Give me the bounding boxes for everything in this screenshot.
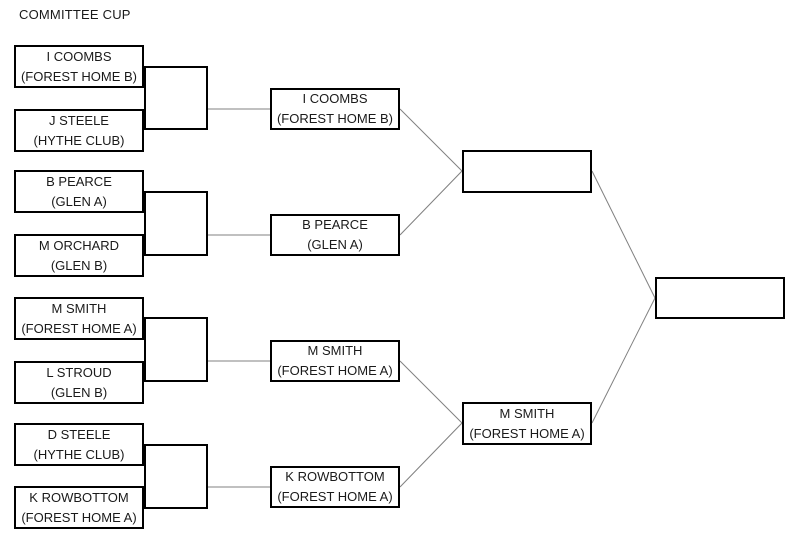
- player-club: (GLEN A): [51, 193, 107, 209]
- connector-line: [399, 170, 463, 236]
- round1-player-box-1: I COOMBS (FOREST HOME B): [14, 45, 144, 88]
- player-club: (FOREST HOME B): [20, 68, 138, 84]
- connector-line: [591, 297, 656, 424]
- player-name: M SMITH: [499, 405, 555, 421]
- connector-line: [399, 422, 463, 488]
- pair-connector-box-4: [144, 444, 208, 509]
- pair-connector-box-1: [144, 66, 208, 130]
- player-club: (GLEN B): [50, 257, 108, 273]
- semifinal-box-1: [462, 150, 592, 193]
- round1-player-box-4: M ORCHARD (GLEN B): [14, 234, 144, 277]
- player-club: (GLEN A): [307, 237, 363, 252]
- pair-connector-box-3: [144, 317, 208, 382]
- player-club: (GLEN B): [50, 384, 108, 400]
- bracket-title: COMMITTEE CUP: [19, 7, 131, 22]
- round1-player-box-2: J STEELE (HYTHE CLUB): [14, 109, 144, 152]
- player-name: K ROWBOTTOM: [285, 469, 385, 484]
- pair-connector-box-2: [144, 191, 208, 256]
- round1-player-box-3: B PEARCE (GLEN A): [14, 170, 144, 213]
- player-club: (HYTHE CLUB): [33, 446, 125, 462]
- player-club: (FOREST HOME A): [469, 425, 585, 441]
- round2-winner-box-1: I COOMBS (FOREST HOME B): [270, 88, 400, 130]
- round1-player-box-6: L STROUD (GLEN B): [14, 361, 144, 404]
- round1-player-box-5: M SMITH (FOREST HOME A): [14, 297, 144, 340]
- player-club: (FOREST HOME B): [276, 111, 394, 126]
- round2-winner-box-3: M SMITH (FOREST HOME A): [270, 340, 400, 382]
- player-name: I COOMBS: [46, 48, 112, 64]
- round1-player-box-7: D STEELE (HYTHE CLUB): [14, 423, 144, 466]
- connector-line: [399, 108, 463, 172]
- player-name: M SMITH: [51, 300, 107, 316]
- player-name: I COOMBS: [302, 91, 368, 106]
- player-name: B PEARCE: [46, 173, 112, 189]
- connector-line: [399, 360, 463, 424]
- final-box: [655, 277, 785, 319]
- player-club: (HYTHE CLUB): [33, 132, 125, 148]
- player-club: (FOREST HOME A): [21, 509, 137, 525]
- player-name: D STEELE: [47, 426, 111, 442]
- player-club: (FOREST HOME A): [277, 489, 393, 504]
- player-name: K ROWBOTTOM: [29, 489, 129, 505]
- round2-winner-box-2: B PEARCE (GLEN A): [270, 214, 400, 256]
- semifinal-box-2: M SMITH (FOREST HOME A): [462, 402, 592, 445]
- player-club: (FOREST HOME A): [277, 363, 393, 378]
- player-club: (FOREST HOME A): [21, 320, 137, 336]
- player-name: M SMITH: [307, 343, 363, 358]
- player-name: M ORCHARD: [38, 237, 120, 253]
- player-name: J STEELE: [49, 112, 109, 128]
- player-name: B PEARCE: [302, 217, 368, 232]
- connector-line: [591, 170, 656, 299]
- round1-player-box-8: K ROWBOTTOM (FOREST HOME A): [14, 486, 144, 529]
- round2-winner-box-4: K ROWBOTTOM (FOREST HOME A): [270, 466, 400, 508]
- player-name: L STROUD: [46, 364, 112, 380]
